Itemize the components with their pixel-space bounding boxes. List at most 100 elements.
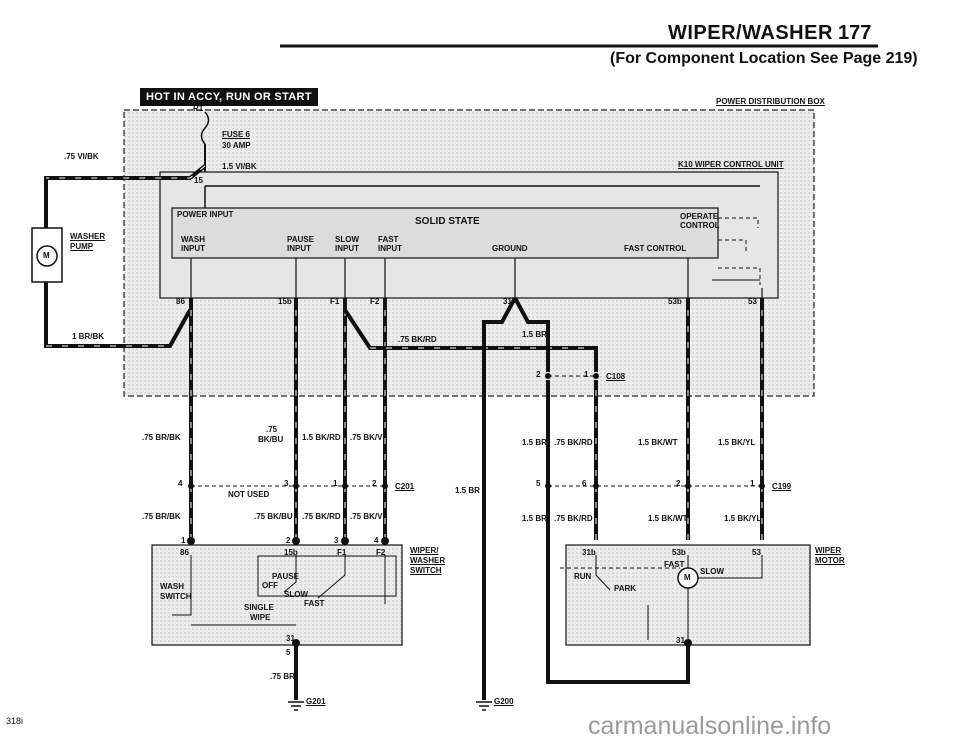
motor-pin-31: 31	[676, 636, 685, 645]
switch-pause-label: PAUSE	[272, 572, 299, 581]
wire-label-bk-wt-15-a: 1.5 BK/WT	[638, 438, 678, 447]
wire-label-bk-yl-15-a: 1.5 BK/YL	[718, 438, 756, 447]
wiper-washer-switch-block	[151, 544, 403, 646]
wire-label-br-15-top: 1.5 BR	[522, 330, 547, 339]
washer-pump-motor-letter: M	[43, 251, 50, 260]
model-code: 318i	[6, 716, 24, 726]
c108-label: C108	[606, 372, 626, 381]
switch-pin-3: 3	[334, 536, 339, 545]
wire-label-vi-bk-15: 1.5 VI/BK	[222, 162, 257, 171]
pin-53b: 53b	[668, 297, 682, 306]
watermark-text: carmanualsonline.info	[588, 712, 832, 740]
c201-pin-1: 1	[333, 479, 338, 488]
page-number: 177	[838, 22, 872, 44]
wiper-motor-name-1: WIPER	[815, 546, 842, 555]
ground-g201-symbol	[288, 701, 304, 711]
wire-vi-bk-75	[44, 164, 207, 228]
c108-pin-1: 1	[584, 370, 589, 379]
fuse-symbol	[200, 111, 210, 145]
not-used-label: NOT USED	[228, 490, 270, 499]
wire-label-br-15-a: 1.5 BR	[522, 438, 547, 447]
motor-pin-53: 53	[752, 548, 761, 557]
c201-pin-2: 2	[372, 479, 377, 488]
pin-f1: F1	[330, 297, 340, 306]
c199-label: C199	[772, 482, 792, 491]
c199-pin-6: 6	[582, 479, 587, 488]
page-title: WIPER/WASHER	[668, 22, 833, 44]
switch-off-label: OFF	[262, 581, 278, 590]
switch-name-2: WASHER	[410, 556, 446, 565]
wire-label-br-15-c: 1.5 BR	[522, 514, 547, 523]
motor-run-label: RUN	[574, 572, 592, 581]
wire-label-bk-rd-75-b: .75 BK/RD	[302, 512, 341, 521]
motor-m-letter: M	[684, 573, 691, 582]
switch-slow-label: SLOW	[284, 590, 308, 599]
switch-pin-86: 86	[180, 548, 189, 557]
wire-label-br-bk-75-b: .75 BR/BK	[142, 512, 181, 521]
fuse-rating: 30 AMP	[222, 141, 251, 150]
wash-input-label-2: INPUT	[181, 244, 205, 253]
wire-label-vi-bk-75: .75 VI/BK	[64, 152, 99, 161]
wire-br-15-ground	[482, 297, 517, 700]
wire-label-bk-rd-75-d: .75 BK/RD	[554, 514, 593, 523]
washer-pump-motor	[36, 245, 58, 267]
pin-53: 53	[748, 297, 757, 306]
pause-input-label-2: INPUT	[287, 244, 311, 253]
wire-label-bk-bu-75-a: .75	[266, 425, 278, 434]
wash-switch-label-2: SWITCH	[160, 592, 192, 601]
switch-pin-2: 2	[286, 536, 291, 545]
power-input-label: POWER INPUT	[177, 210, 234, 219]
wire-label-bk-vi-75: .75 BK/VI	[350, 433, 385, 442]
c199-pin-2: 2	[676, 479, 681, 488]
wash-input-label-1: WASH	[181, 235, 205, 244]
c201-label: C201	[395, 482, 415, 491]
motor-pin-31b: 31b	[582, 548, 596, 557]
wire-label-bk-rd-15: 1.5 BK/RD	[302, 433, 341, 442]
c199-pin-1: 1	[750, 479, 755, 488]
washer-pump-label-1: WASHER	[70, 232, 106, 241]
c199-pin-5: 5	[536, 479, 541, 488]
motor-pin-53b: 53b	[672, 548, 686, 557]
c201-pin-4: 4	[178, 479, 183, 488]
wire-label-bk-bu-75-c: .75 BK/BU	[254, 512, 293, 521]
pin-86: 86	[176, 297, 185, 306]
solid-state-label: SOLID STATE	[415, 216, 480, 227]
fast-control-label: FAST CONTROL	[624, 244, 687, 253]
switch-pin-15b: 15b	[284, 548, 298, 557]
pause-input-label-1: PAUSE	[287, 235, 314, 244]
wire-label-br-bk-75: .75 BR/BK	[142, 433, 181, 442]
wire-label-bk-wt-15-b: 1.5 BK/WT	[648, 514, 688, 523]
switch-pin-f1: F1	[337, 548, 347, 557]
pin-f2: F2	[370, 297, 380, 306]
pin-15b: 15b	[278, 297, 292, 306]
single-wipe-label-2: WIPE	[250, 613, 271, 622]
control-unit-name: K10 WIPER CONTROL UNIT	[678, 160, 784, 169]
switch-pin-31: 31	[286, 634, 295, 643]
wire-label-bk-rd-75: .75 BK/RD	[398, 335, 437, 344]
fast-input-label-2: INPUT	[378, 244, 402, 253]
ground-label: GROUND	[492, 244, 528, 253]
control-label: CONTROL	[680, 221, 720, 230]
wire-label-bk-rd-75-c108: .75 BK/RD	[554, 438, 593, 447]
switch-pin-1: 1	[181, 536, 186, 545]
wash-switch-label-1: WASH	[160, 582, 184, 591]
solid-state-box	[171, 207, 719, 259]
connection-dots	[187, 373, 765, 647]
switch-name-1: WIPER/	[410, 546, 439, 555]
motor-slow-label: SLOW	[700, 567, 724, 576]
switch-pin-5: 5	[286, 648, 291, 657]
switch-pin-f2: F2	[376, 548, 386, 557]
fast-input-label-1: FAST	[378, 235, 399, 244]
wire-label-br-15-b: 1.5 BR	[455, 486, 480, 495]
pin-31: 31	[503, 297, 512, 306]
wire-label-br-75: .75 BR	[270, 672, 295, 681]
c201-pin-3: 3	[284, 479, 289, 488]
wire-label-bk-yl-15-b: 1.5 BK/YL	[724, 514, 762, 523]
wire-label-bk-vi-75-b: .75 BK/VI	[350, 512, 385, 521]
washer-pump-label-2: PUMP	[70, 242, 94, 251]
power-feed-label: HOT IN ACCY, RUN OR START	[140, 88, 318, 106]
single-wipe-label-1: SINGLE	[244, 603, 274, 612]
motor-park-label: PARK	[614, 584, 637, 593]
